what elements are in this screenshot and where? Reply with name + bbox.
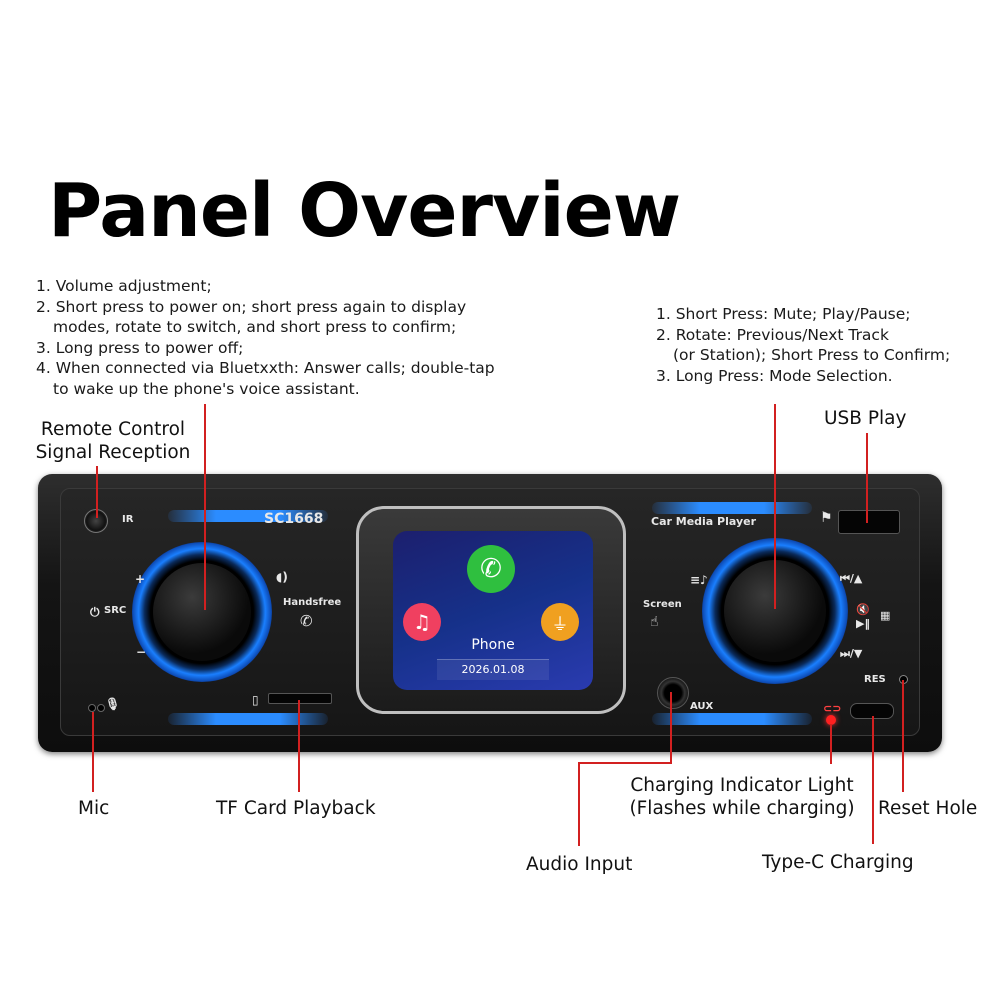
- mode-icon: ▦: [880, 609, 891, 622]
- label-remote-control: Remote Control Signal Reception: [28, 418, 198, 464]
- leader-line: [578, 762, 672, 764]
- note-line: modes, rotate to switch, and short press…: [53, 318, 457, 336]
- leader-line: [830, 724, 832, 764]
- note-line: 2. Rotate: Previous/Next Track: [656, 325, 889, 344]
- touch-icon[interactable]: ☝: [650, 614, 659, 630]
- phone-icon[interactable]: ✆: [300, 612, 313, 630]
- handsfree-text: Handsfree: [283, 597, 342, 608]
- usb-port[interactable]: [838, 510, 900, 534]
- label-line: (Flashes while charging): [629, 798, 855, 819]
- next-icon: ⏭/▼: [840, 647, 863, 660]
- blue-light-strip: [168, 713, 328, 725]
- display-screen[interactable]: ✆ ♫ ⏚ Phone 2026.01.08: [393, 531, 593, 690]
- ir-text: IR: [122, 514, 134, 525]
- music-app-icon[interactable]: ♫: [403, 603, 441, 641]
- note-line: 1. Short Press: Mute; Play/Pause;: [656, 305, 911, 323]
- note-line: 1. Volume adjustment;: [36, 277, 212, 295]
- left-knob-notes: 1. Volume adjustment; 2. Short press to …: [36, 276, 495, 399]
- note-line: 4. When connected via Bluetxxth: Answer …: [36, 359, 495, 377]
- label-typec-charging: Type-C Charging: [762, 852, 914, 873]
- mic-hole: [97, 704, 105, 712]
- mic-icon: 🎙: [105, 697, 121, 711]
- aux-jack[interactable]: [657, 677, 689, 709]
- blue-light-strip: [652, 713, 812, 725]
- leader-line: [902, 680, 904, 792]
- label-line: Remote Control: [40, 419, 186, 440]
- brand-text: Car Media Player: [651, 515, 757, 528]
- charging-indicator-light: [826, 715, 836, 725]
- leader-line: [578, 762, 580, 846]
- screen-app-label: Phone: [471, 637, 515, 653]
- label-mic: Mic: [78, 798, 110, 819]
- label-audio-input: Audio Input: [526, 854, 633, 875]
- blue-light-strip: [168, 510, 328, 522]
- leader-line: [96, 466, 98, 518]
- mic-hole: [88, 704, 96, 712]
- usb-icon: ⚑: [820, 510, 833, 526]
- mute-icon: 🔇: [856, 603, 870, 616]
- aux-text: AUX: [690, 701, 714, 712]
- screen-button-text: Screen: [643, 599, 682, 610]
- label-charging-indicator: Charging Indicator Light (Flashes while …: [617, 774, 867, 820]
- leader-line: [774, 404, 776, 609]
- label-line: Signal Reception: [35, 442, 191, 463]
- power-icon: ⏻: [90, 605, 100, 619]
- label-reset-hole: Reset Hole: [878, 798, 978, 819]
- leader-line: [872, 716, 874, 844]
- leader-line: [670, 692, 672, 764]
- label-line: Charging Indicator Light: [630, 775, 854, 796]
- minus-text: −: [136, 645, 147, 659]
- prev-icon: ⏮/▲: [840, 572, 863, 585]
- note-line: 3. Long Press: Mode Selection.: [656, 366, 893, 385]
- model-name: SC1668: [264, 511, 324, 527]
- page-title: Panel Overview: [48, 168, 681, 254]
- note-line: to wake up the phone's voice assistant.: [53, 379, 360, 398]
- note-line: 3. Long press to power off;: [36, 338, 244, 357]
- battery-icon: ⊂⊃: [823, 702, 842, 715]
- voice-icon: ◖): [276, 570, 288, 584]
- playlist-icon: ≡♪: [690, 573, 708, 587]
- leader-line: [298, 700, 300, 792]
- tf-card-slot[interactable]: [268, 693, 332, 704]
- leader-line: [92, 712, 94, 792]
- leader-line: [204, 404, 206, 610]
- play-pause-icon: ▶‖: [856, 617, 870, 630]
- blue-light-strip: [652, 502, 812, 514]
- leader-line: [866, 433, 868, 523]
- phone-app-icon[interactable]: ✆: [467, 545, 515, 593]
- res-text: RES: [864, 674, 886, 685]
- label-usb-play: USB Play: [824, 408, 907, 429]
- plus-text: +: [135, 572, 146, 586]
- note-line: (or Station); Short Press to Confirm;: [673, 346, 951, 364]
- right-knob-notes: 1. Short Press: Mute; Play/Pause; 2. Rot…: [656, 304, 950, 386]
- screen-date: 2026.01.08: [437, 659, 549, 680]
- src-text: SRC: [104, 605, 127, 616]
- aux-app-icon[interactable]: ⏚: [541, 603, 579, 641]
- label-tf-card: TF Card Playback: [216, 798, 376, 819]
- sd-card-icon: ▯: [252, 693, 259, 707]
- note-line: 2. Short press to power on; short press …: [36, 297, 467, 316]
- volume-power-knob[interactable]: [153, 563, 251, 661]
